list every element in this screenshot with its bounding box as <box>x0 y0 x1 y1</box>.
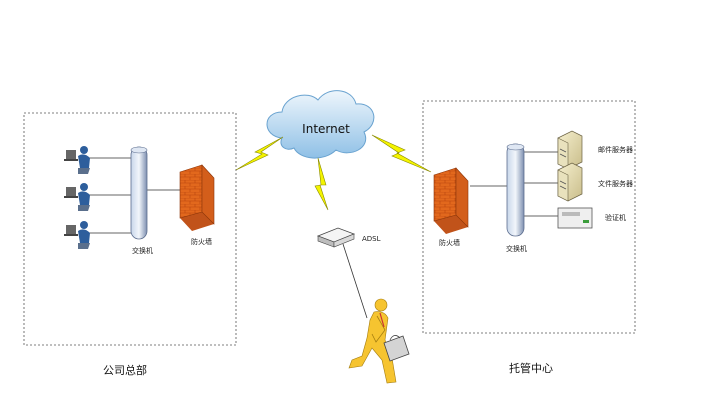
adsl-modem-icon <box>316 227 356 248</box>
adsl-link <box>342 243 368 319</box>
right-firewall-label: 防火墙 <box>439 238 460 247</box>
left-switch-label: 交换机 <box>132 246 153 255</box>
traveler-icon <box>348 298 410 384</box>
adsl-label: ADSL <box>362 235 381 243</box>
right-site-title: 托管中心 <box>509 361 553 375</box>
right-switch-label: 交换机 <box>506 244 527 253</box>
mail-server-label: 邮件服务器 <box>598 145 633 154</box>
lightning-center-icon <box>314 157 329 211</box>
right-firewall-icon <box>433 167 469 234</box>
workstation-user-icon <box>64 146 90 174</box>
lightning-bolts <box>235 134 432 211</box>
workstation-user-icon <box>64 183 90 211</box>
file-server-label: 文件服务器 <box>598 179 633 188</box>
left-site-title: 公司总部 <box>103 363 147 377</box>
left-switch-icon <box>130 146 148 240</box>
mail-server-icon <box>557 130 583 170</box>
right-links <box>470 151 558 217</box>
left-firewall-label: 防火墙 <box>191 237 212 246</box>
left-firewall-icon <box>179 164 215 231</box>
left-site-frame <box>23 112 237 346</box>
workstation-user-icon <box>64 221 90 249</box>
right-site-frame <box>422 100 636 334</box>
left-links <box>88 157 180 234</box>
cloud-label: Internet <box>302 122 350 136</box>
right-switch-icon <box>506 143 525 237</box>
internet-cloud <box>266 90 375 159</box>
lightning-left-icon <box>235 136 284 171</box>
auth-device-label: 验证机 <box>605 213 626 222</box>
file-server-icon <box>557 162 583 202</box>
auth-device-icon <box>557 207 593 229</box>
workstations <box>64 146 90 249</box>
lightning-right-icon <box>371 134 432 173</box>
